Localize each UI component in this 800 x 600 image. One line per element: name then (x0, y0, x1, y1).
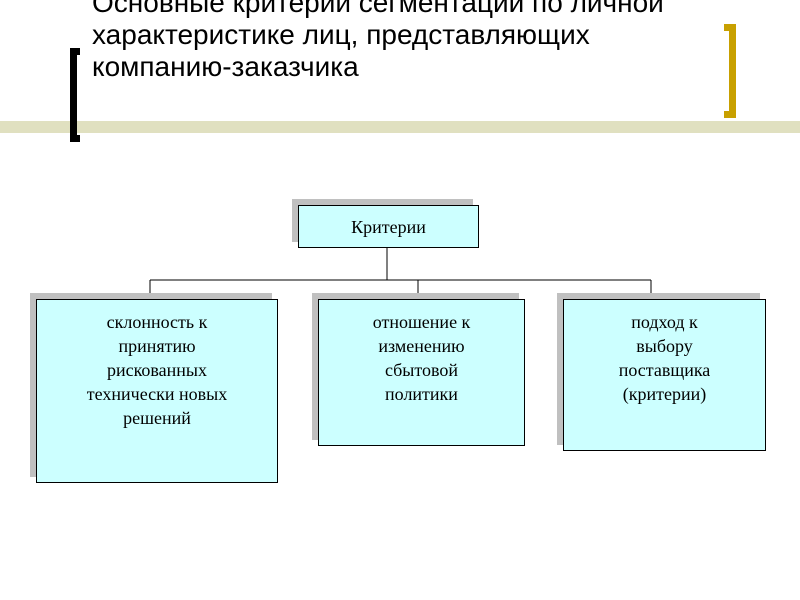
child-node-supplier-selection: подход к выбору поставщика (критерии) (563, 299, 766, 451)
child-node-sales-policy-attitude: отношение к изменению сбытовой политики (318, 299, 525, 446)
child-node-label: склонность к принятию рискованных технич… (86, 312, 228, 428)
child-node-risk-propensity: склонность к принятию рискованных технич… (36, 299, 278, 483)
right-bracket-decoration (724, 24, 736, 118)
root-node-criteria: Критерии (298, 205, 479, 248)
title-underline-band (0, 121, 800, 133)
left-bracket-decoration (70, 48, 80, 142)
root-node-label: Критерии (351, 216, 426, 237)
slide-title: Основные критерии сегментации по личной … (92, 0, 664, 82)
child-node-label: подход к выбору поставщика (критерии) (618, 312, 711, 404)
child-node-label: отношение к изменению сбытовой политики (372, 312, 471, 404)
